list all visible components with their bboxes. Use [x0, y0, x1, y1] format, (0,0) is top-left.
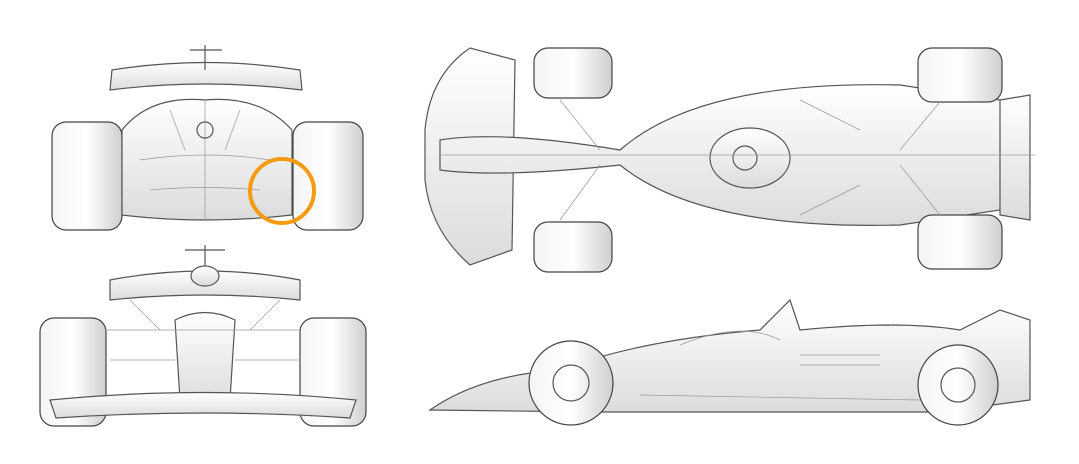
- front-wing: [49, 391, 357, 419]
- rear-view: [51, 45, 364, 231]
- cockpit: [709, 127, 791, 189]
- side-front-tyre: [528, 340, 614, 426]
- top-front-left-tyre: [533, 47, 613, 99]
- top-rear-right-tyre: [917, 214, 1003, 270]
- side-rear-tyre: [917, 344, 999, 426]
- rear-left-tyre: [51, 121, 123, 231]
- nose: [174, 311, 236, 406]
- side-view: [428, 298, 1031, 426]
- top-view: [424, 47, 1035, 273]
- rear-wing: [109, 61, 303, 91]
- front-view: [39, 245, 367, 427]
- top-rear-left-tyre: [917, 47, 1003, 103]
- top-front-right-tyre: [533, 221, 613, 273]
- highlight-circle: [248, 157, 316, 225]
- rear-wing-top: [999, 94, 1031, 221]
